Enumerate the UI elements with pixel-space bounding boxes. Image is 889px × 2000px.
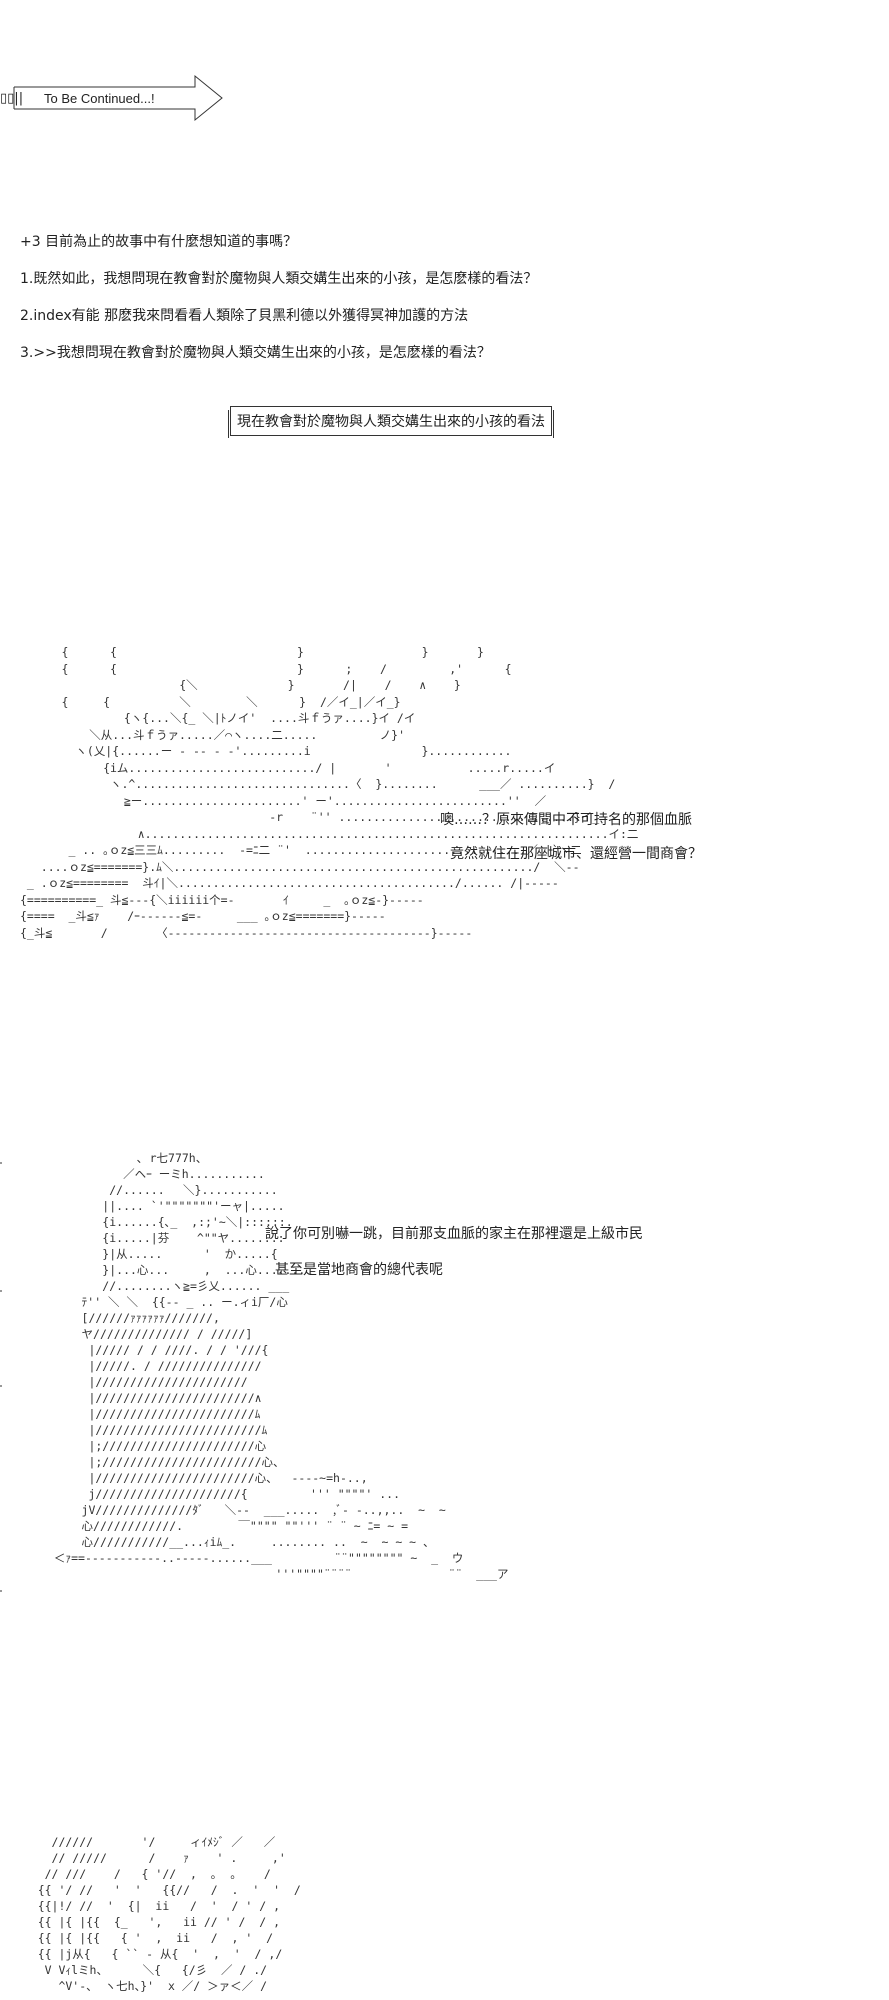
margin-dot — [0, 1385, 2, 1387]
scene1-ascii-art: { { } } } { { } ; / ,' { {＼ } /| / ∧ } — [20, 645, 639, 940]
scene2-line-2: 甚至是當地商會的總代表呢 — [275, 1262, 443, 1278]
margin-dot — [0, 1590, 2, 1592]
scene3-ascii-art: ////// '/ ィｲﾒｼﾞ ／ ／ // ///// / ｧ ' . ,' … — [37, 1835, 301, 1993]
scene1-line-2: 竟然就住在那座城市、還經營一間商會？ — [450, 846, 702, 862]
banner-text: To Be Continued...! — [44, 91, 155, 106]
question-1: 1.既然如此，我想問現在教會對於魔物與人類交媾生出來的小孩，是怎麽樣的看法？ — [20, 271, 538, 287]
scene1-line-1: 噢……？原來傳聞中不可持名的那個血脈 — [440, 812, 692, 828]
scene2-line-1: 說了你可別嚇一跳，目前那支血脈的家主在那裡還是上級市民 — [265, 1226, 643, 1242]
banner-marks: ▯▯|| — [0, 91, 24, 106]
question-2: 2.index有能 那麽我來問看看人類除了貝黑利德以外獲得冥神加護的方法 — [20, 308, 469, 324]
scene2-ascii-art: ､ r七777h、 ／ヘｰ ーミh........... //...... ＼}… — [53, 1151, 509, 1581]
margin-dot — [0, 1162, 2, 1164]
question-3: 3.>>我想問現在教會對於魔物與人類交媾生出來的小孩，是怎麽樣的看法？ — [20, 345, 491, 361]
to-be-continued-banner — [0, 70, 230, 126]
margin-dot — [0, 1290, 2, 1292]
arrow-outline-icon — [13, 74, 223, 122]
selected-topic-box: 現在教會對於魔物與人類交媾生出來的小孩的看法 — [228, 406, 554, 438]
question-intro: +3 目前為止的故事中有什麼想知道的事嗎？ — [20, 234, 298, 250]
